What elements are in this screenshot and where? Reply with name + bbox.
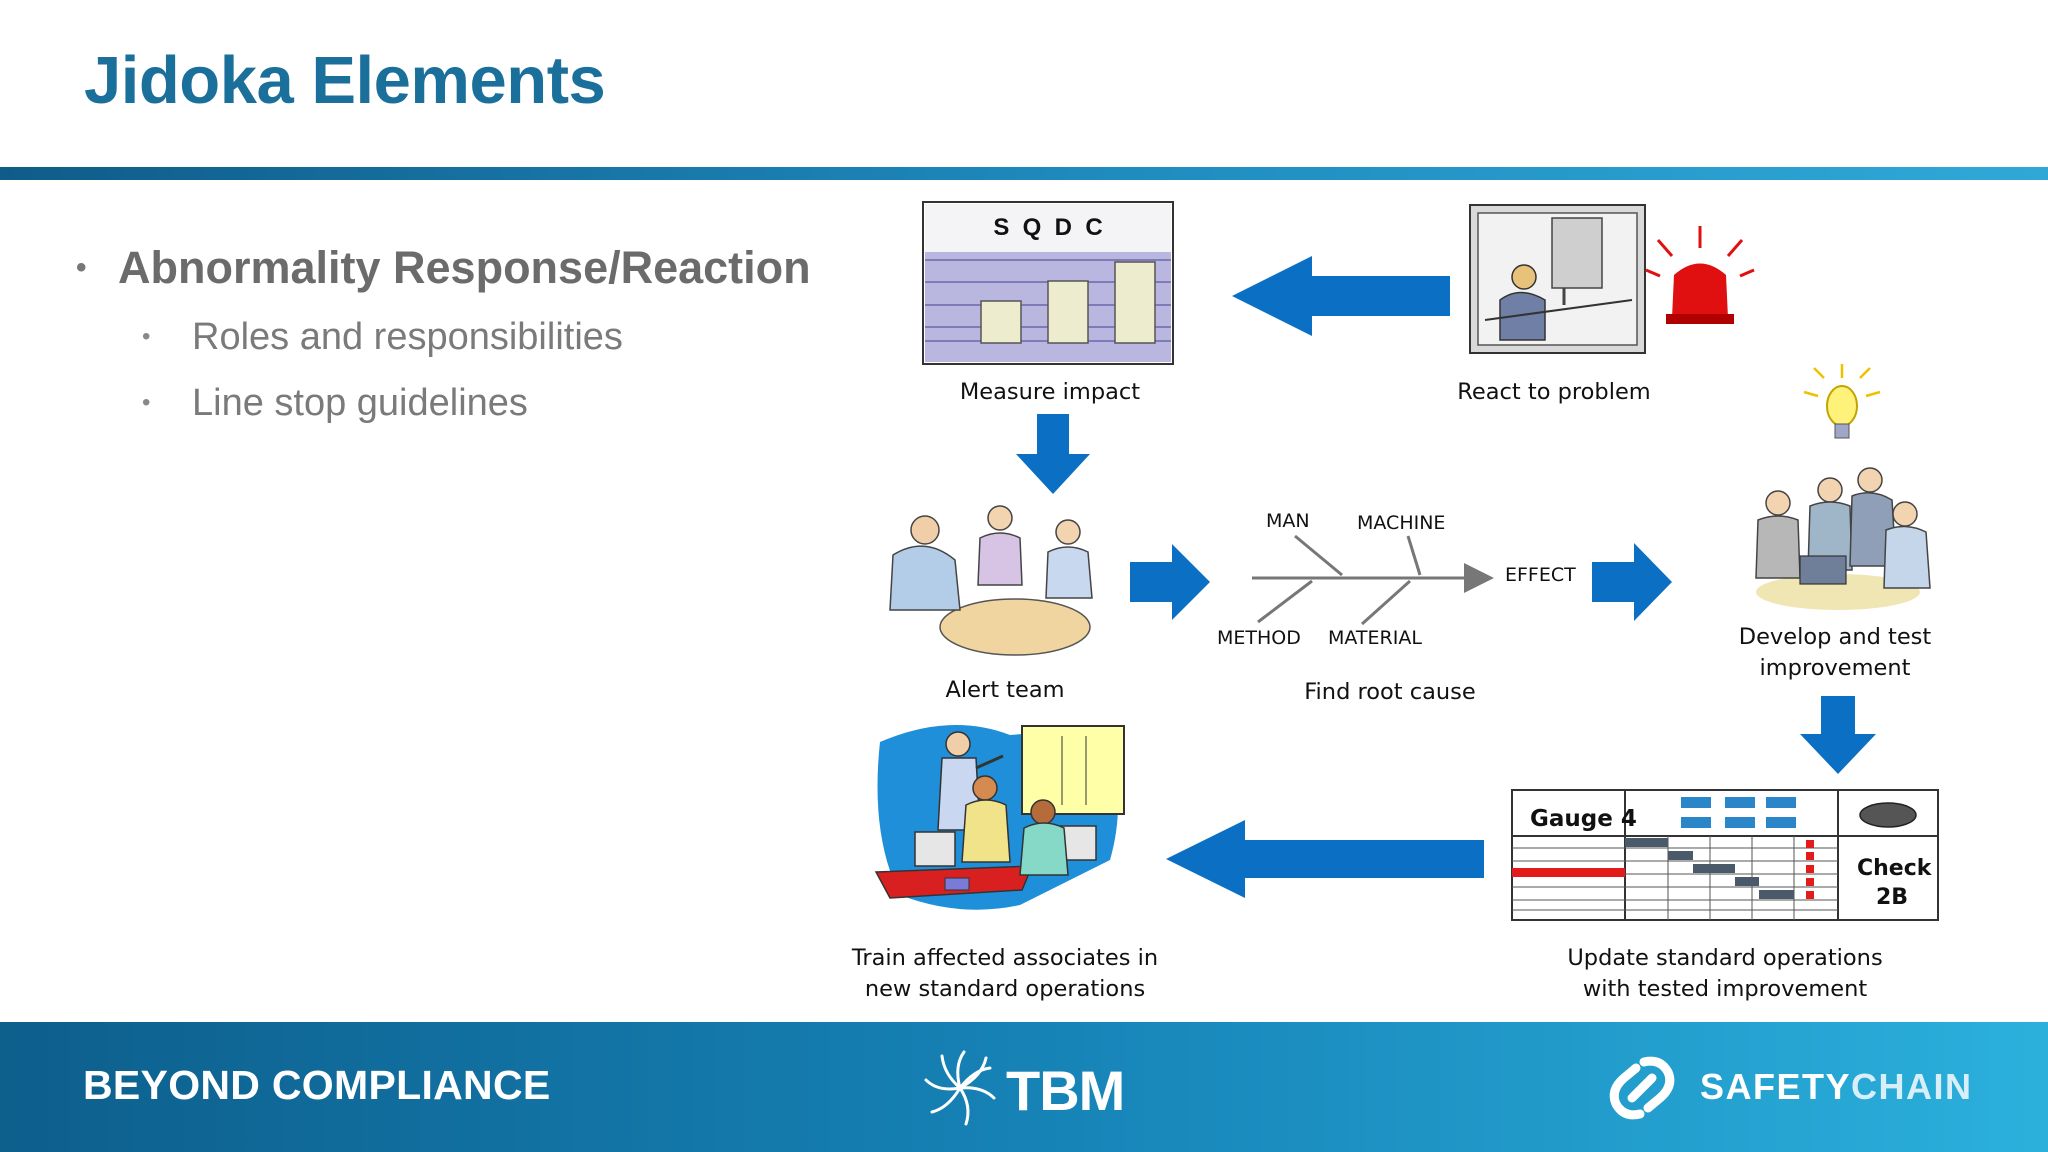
bullet-main-text: Abnormality Response/Reaction	[118, 242, 811, 293]
arrow-right-alert-to-rootcause	[1130, 544, 1210, 620]
caption-alert-team: Alert team	[945, 677, 1065, 703]
arrow-left-react-to-measure	[1232, 256, 1450, 336]
caption-train-line-2: new standard operations	[864, 976, 1146, 1002]
safetychain-word-chain: CHAIN	[1851, 1066, 1973, 1107]
arrow-down-measure-to-alert	[1016, 414, 1090, 494]
fishbone-label-effect: EFFECT	[1505, 564, 1576, 586]
bullet-list: • Abnormality Response/Reaction • Roles an…	[70, 240, 811, 436]
tbm-wordmark: TBM	[1006, 1059, 1125, 1122]
header-divider-bar	[0, 167, 2048, 180]
safetychain-logo: SAFETYCHAIN	[1604, 1050, 2004, 1126]
fishbone-label-machine: MACHINE	[1357, 512, 1446, 534]
arrow-left-update-to-train	[1166, 820, 1484, 898]
alarm-light-icon	[1645, 226, 1755, 324]
train-associates-image	[874, 725, 1125, 910]
gauge-schedule-table	[1511, 789, 1939, 921]
bullet-sub-2-text: Line stop guidelines	[192, 382, 528, 424]
jidoka-process-diagram	[874, 201, 1939, 921]
sqdc-letters: S Q D C	[993, 214, 1103, 241]
arrow-down-develop-to-update	[1800, 696, 1876, 774]
caption-update-standard-operations: Update standard operations with tested i…	[1540, 943, 1910, 1005]
react-to-problem-image	[1469, 204, 1646, 354]
caption-develop-line-1: Develop and test	[1738, 624, 1932, 650]
caption-find-root-cause: Find root cause	[1304, 679, 1476, 705]
bullet-sub-2: • Line stop guidelines	[70, 370, 811, 436]
caption-train-associates: Train affected associates in new standar…	[820, 943, 1190, 1005]
footer-tagline: BEYOND COMPLIANCE	[83, 1062, 551, 1108]
caption-update-line-2: with tested improvement	[1582, 976, 1868, 1002]
footer-bar: BEYOND COMPLIANCE TBM SAFETYCHAIN	[0, 1022, 2048, 1152]
caption-update-line-1: Update standard operations	[1567, 945, 1883, 971]
bullet-dot: •	[142, 389, 151, 416]
arrow-right-rootcause-to-develop	[1592, 543, 1672, 621]
check-label-1: Check	[1857, 856, 1932, 881]
fishbone-label-method: METHOD	[1217, 627, 1301, 649]
bullet-sub-1: • Roles and responsibilities	[70, 304, 811, 370]
bullet-dot: •	[76, 251, 87, 284]
tbm-starburst-icon	[924, 1050, 996, 1126]
caption-develop-and-test: Develop and test improvement	[1690, 622, 1980, 684]
develop-team-image	[1755, 467, 1931, 610]
bullet-sub-1-text: Roles and responsibilities	[192, 316, 623, 358]
caption-react-to-problem: React to problem	[1457, 379, 1651, 405]
fishbone-label-material: MATERIAL	[1328, 627, 1422, 649]
safetychain-word-safety: SAFETY	[1700, 1066, 1852, 1107]
tbm-logo: TBM	[920, 1048, 1140, 1128]
check-label-2: 2B	[1876, 885, 1909, 910]
safetychain-wordmark: SAFETYCHAIN	[1700, 1066, 1973, 1108]
caption-measure-impact: Measure impact	[959, 379, 1141, 405]
caption-develop-line-2: improvement	[1759, 655, 1911, 681]
safetychain-link-icon	[1609, 1056, 1675, 1120]
slide-title: Jidoka Elements	[84, 43, 606, 118]
caption-train-line-1: Train affected associates in	[851, 945, 1159, 971]
alert-team-image	[889, 505, 1093, 656]
bullet-dot: •	[142, 323, 151, 350]
lightbulb-icon	[1803, 364, 1881, 439]
gauge-label: Gauge 4	[1530, 806, 1637, 832]
sqdc-chart-image	[922, 201, 1174, 365]
fishbone-label-man: MAN	[1266, 510, 1310, 532]
fishbone-diagram	[1252, 534, 1494, 626]
bullet-main: • Abnormality Response/Reaction	[70, 240, 811, 300]
